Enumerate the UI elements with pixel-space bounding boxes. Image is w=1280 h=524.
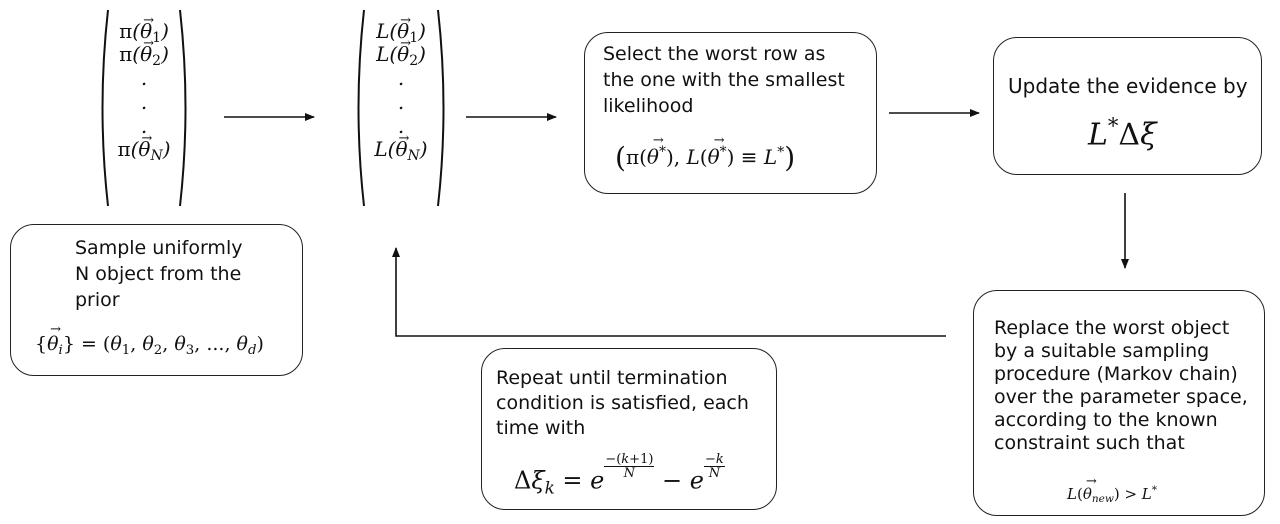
select-text-line-2: the one with the smallest — [603, 69, 845, 91]
prior-row-n: π(θN) — [96, 127, 192, 164]
sample-text-line-2: N object from the — [75, 263, 242, 285]
likelihood-row-dot-2: . — [397, 90, 405, 114]
replace-text-line-3: procedure (Markov chain) — [994, 363, 1238, 385]
replace-text-line-1: Replace the worst object — [994, 317, 1230, 339]
prior-vector-entries: π(θ1) π(θ2) . . . π(θN) — [96, 9, 192, 164]
repeat-text-line-3: time with — [496, 417, 586, 439]
repeat-box: Repeat until termination condition is sa… — [481, 348, 777, 510]
select-formula: (π(θ*), L(θ*) ≡ L*) — [615, 133, 795, 174]
replace-text-line-5: according to the known — [994, 409, 1218, 431]
likelihood-vector-entries: L(θ1) L(θ2) . . . L(θN) — [352, 9, 450, 164]
left-paren — [357, 9, 365, 207]
likelihood-row-dot-3: . — [397, 114, 405, 138]
sample-formula: {θi} = (θ1, θ2, θ3, ..., θd) — [35, 322, 264, 358]
replace-text-line-2: by a suitable sampling — [994, 340, 1210, 362]
replace-text-line-4: over the parameter space, — [994, 386, 1248, 408]
right-paren — [179, 9, 187, 207]
sample-prior-box: Sample uniformly N object from the prior… — [10, 224, 303, 376]
prior-vector: π(θ1) π(θ2) . . . π(θN) — [96, 8, 192, 208]
repeat-text-line-2: condition is satisfied, each — [496, 392, 749, 414]
update-text: Update the evidence by — [1008, 74, 1248, 98]
update-formula: L*Δξ — [1088, 114, 1157, 153]
prior-row-dot-1: . — [140, 66, 148, 90]
prior-row-2: π(θ2) — [96, 32, 192, 69]
prior-row-dot-2: . — [140, 90, 148, 114]
sample-text-line-1: Sample uniformly — [75, 237, 243, 259]
update-evidence-box: Update the evidence by L*Δξ — [993, 37, 1262, 175]
repeat-text-line-1: Repeat until termination — [496, 367, 728, 389]
likelihood-row-2: L(θ2) — [352, 32, 450, 69]
select-text-line-1: Select the worst row as — [603, 43, 826, 65]
left-paren — [101, 9, 109, 207]
replace-worst-box: Replace the worst object by a suitable s… — [973, 290, 1265, 516]
replace-formula: L(θnew) > L* — [1067, 474, 1157, 505]
likelihood-row-n: L(θN) — [352, 127, 450, 164]
select-worst-box: Select the worst row as the one with the… — [584, 32, 877, 194]
right-paren — [437, 9, 445, 207]
likelihood-row-dot-1: . — [397, 66, 405, 90]
select-text-line-3: likelihood — [603, 95, 694, 117]
prior-row-dot-3: . — [140, 114, 148, 138]
sample-text-line-3: prior — [75, 289, 120, 311]
replace-text-line-6: constraint such that — [994, 432, 1185, 454]
likelihood-vector: L(θ1) L(θ2) . . . L(θN) — [352, 8, 450, 208]
arrow-replace-to-likelihood — [392, 247, 946, 337]
